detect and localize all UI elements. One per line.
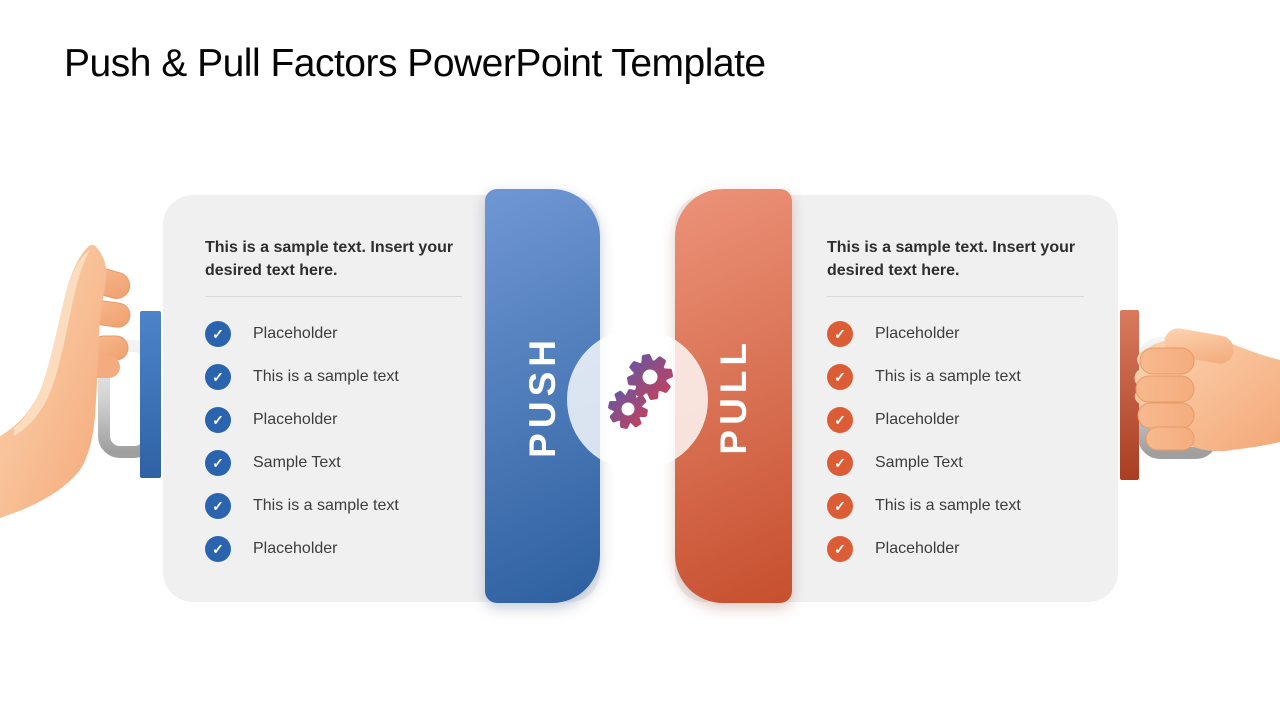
list-item-label: This is a sample text [253,368,399,386]
check-icon: ✓ [205,364,231,391]
list-item: ✓ Placeholder [205,536,505,563]
push-panel-header: This is a sample text. Insert your desir… [205,239,454,279]
check-icon: ✓ [205,493,231,520]
list-item: ✓ This is a sample text [205,364,505,391]
slide-title: Push & Pull Factors PowerPoint Template [64,42,766,85]
list-item: ✓ Sample Text [827,450,1127,477]
list-item: ✓ Placeholder [205,321,505,348]
gear-hole [621,402,635,416]
list-item-label: This is a sample text [253,497,399,515]
check-icon: ✓ [205,450,231,477]
check-icon: ✓ [827,450,853,477]
list-item-label: Sample Text [875,454,963,472]
list-item-label: Placeholder [875,411,960,429]
pull-hand-illustration [1120,310,1280,480]
pull-panel-header: This is a sample text. Insert your desir… [827,239,1076,279]
list-item-label: This is a sample text [875,497,1021,515]
list-item: ✓ Sample Text [205,450,505,477]
pull-item-list: ✓ Placeholder ✓ This is a sample text ✓ … [827,321,1127,563]
push-bar [140,311,161,478]
check-icon: ✓ [827,364,853,391]
list-item-label: Placeholder [253,325,338,343]
check-icon: ✓ [827,493,853,520]
check-icon: ✓ [827,407,853,434]
list-item-label: Placeholder [875,325,960,343]
list-item: ✓ Placeholder [205,407,505,434]
push-hand-illustration [0,244,161,518]
list-item: ✓ This is a sample text [827,493,1127,520]
pull-band-label: PULL [713,337,754,455]
list-item: ✓ Placeholder [827,321,1127,348]
gripping-fist [1134,328,1280,452]
check-icon: ✓ [827,536,853,563]
list-item-label: Placeholder [253,411,338,429]
open-palm [0,244,131,518]
list-item: ✓ This is a sample text [205,493,505,520]
gears-icon [608,354,673,429]
check-icon: ✓ [205,536,231,563]
list-item-label: This is a sample text [875,368,1021,386]
list-item: ✓ Placeholder [827,536,1127,563]
divider [827,296,1084,298]
check-icon: ✓ [205,321,231,348]
push-band-label: PUSH [522,334,563,458]
pull-bar [1120,310,1139,480]
list-item-label: Placeholder [253,540,338,558]
gear-hole [642,369,658,385]
push-item-list: ✓ Placeholder ✓ This is a sample text ✓ … [205,321,505,563]
check-icon: ✓ [205,407,231,434]
list-item: ✓ This is a sample text [827,364,1127,391]
check-icon: ✓ [827,321,853,348]
list-item: ✓ Placeholder [827,407,1127,434]
list-item-label: Sample Text [253,454,341,472]
divider [205,296,462,298]
list-item-label: Placeholder [875,540,960,558]
